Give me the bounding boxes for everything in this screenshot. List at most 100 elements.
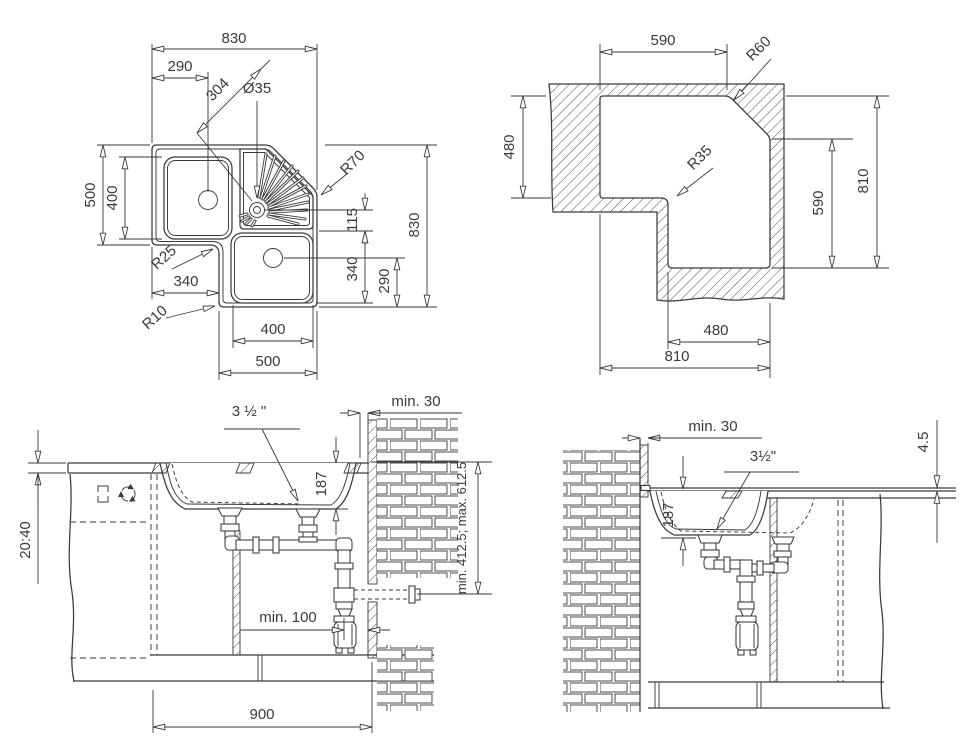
front-section-view: min. 30 187 min. 412.5; max. 612.5 20:40… [17,393,492,733]
dim-cutout-overall-height: 810 [786,95,889,269]
dim-plan-notch-width: 340 [151,247,220,299]
dim-label: 810 [855,168,872,193]
dim-plan-drain-offset-right: 290 [284,257,437,308]
dim-label: Ø35 [243,80,271,97]
cutout-edge [599,95,771,269]
dim-label: R35 [684,142,715,173]
far-bowl-dashed [660,491,815,534]
dim-label: 830 [406,212,423,237]
brick-wall [563,450,640,712]
bowl-section-outline [649,490,769,536]
dim-front-worktop-thickness: 20:40 [17,430,66,584]
dim-front-bowl-depth: 187 [313,437,348,535]
dim-label: 340 [173,273,198,290]
drainer-inner [243,152,310,226]
dim-label: 400 [104,185,121,210]
dim-label: 3½" [750,448,776,465]
dim-front-drain-height-range: min. 412.5; max. 612.5 [371,461,492,595]
bowl-section-inner [165,462,351,506]
rotation-arrows-icon [118,483,136,502]
dim-label: 20:40 [17,521,34,559]
drainer-hub-inner [253,206,261,214]
bottom-bowl [230,232,314,304]
cutout-view: 590 R60 480 R35 590 810 480 810 [501,32,889,378]
dim-label: 290 [376,268,393,293]
worktop-cut-hatch [151,462,171,474]
brick-wall-lower [377,645,434,711]
dim-label: 4.5 [915,432,932,453]
dim-side-bowl-depth: 187 [660,456,696,566]
left-bowl [163,156,233,240]
brick-wall-upper [377,418,458,578]
dim-label: R70 [337,147,368,178]
dim-side-drain-size: 3½" [716,448,799,530]
drain-and-trap-assembly [697,534,795,656]
dim-plan-left-bowl-width: 400 [104,156,162,240]
worktop-outer-edge [548,83,785,302]
far-bowl-dashed [171,463,302,505]
dim-plan-drain-offset-top: 290 [151,58,209,192]
dim-label: min. 30 [688,418,737,435]
dim-front-wall-clearance: min. 30 [340,393,462,458]
dim-label: 187 [660,502,677,527]
dim-label: min. 412.5; max. 612.5 [454,462,469,594]
dim-label: 340 [344,256,361,281]
bowl-mask [160,463,356,509]
door-panel-icon [97,485,109,503]
dim-label: 304 [203,75,233,105]
sink-rim-lip [640,484,651,492]
dim-plan-drain-diameter: Ø35 [243,80,271,199]
bowl-mask [650,491,768,535]
worktop-cut-hatch [721,490,743,499]
dim-plan-corner-radius: R70 [320,147,369,196]
dim-side-rim-height: 4.5 [915,420,941,543]
drainer-ribs-highlight [239,153,309,227]
dim-label: R25 [148,242,180,273]
dim-plan-arm-width: 500 [218,311,318,380]
sink-inner-rim [155,148,314,304]
dim-label: min. 30 [391,393,440,410]
dim-plan-bowl-width: 400 [232,305,314,348]
dim-label: 480 [501,134,518,159]
dim-label: 500 [82,182,99,207]
bottom-bowl-drain [263,248,283,268]
sink-outer-rim [151,144,318,308]
dim-plan-overall-height: 830 [325,144,437,308]
dim-label: 400 [260,321,285,338]
dim-label: 590 [810,190,827,215]
dim-plan-overall-width: 830 [151,30,318,190]
dim-label: 500 [255,353,280,370]
dim-cutout-top-width: 590 [599,32,728,90]
dim-cutout-inner-height: 590 [772,138,889,269]
worktop-cut-hatch [235,462,255,474]
wall-plaster-strip [367,419,378,585]
dim-side-wall-clearance: min. 30 [622,418,762,482]
drainer-hub-outer [249,202,265,218]
dim-label: 590 [650,32,675,49]
dim-cutout-inner-radius: R35 [676,142,716,197]
dim-label: 830 [221,30,246,47]
dim-label: 290 [167,58,192,75]
dim-label: 480 [703,322,728,339]
dim-plan-bowl-length: 340 [316,230,373,304]
dim-label: 900 [249,706,274,723]
dim-front-outlet-clearance: min. 100 [240,609,390,640]
cabinet-front-edge [879,493,884,710]
dim-plan-left-depth: 500 [82,144,150,246]
dim-cutout-left-depth: 480 [501,95,551,199]
worktop-hatched-area [549,84,784,302]
cabinet-divider-section [769,497,778,683]
dim-plan-outer-radius: R10 [139,302,216,333]
bowl-section-outline [159,462,357,510]
dim-front-drain-size: 3 ½ " [224,403,300,502]
dim-plan-inner-radius: R25 [148,242,214,273]
dim-front-base-width: 900 [152,662,373,733]
worktop-cut-hatch [343,462,362,474]
dim-label: 115 [344,208,361,232]
bottom-bowl-inner [234,236,310,300]
dim-cutout-overall-width: 810 [599,214,771,375]
bowl-section-inner [655,490,762,531]
dim-label: min. 100 [259,609,317,626]
